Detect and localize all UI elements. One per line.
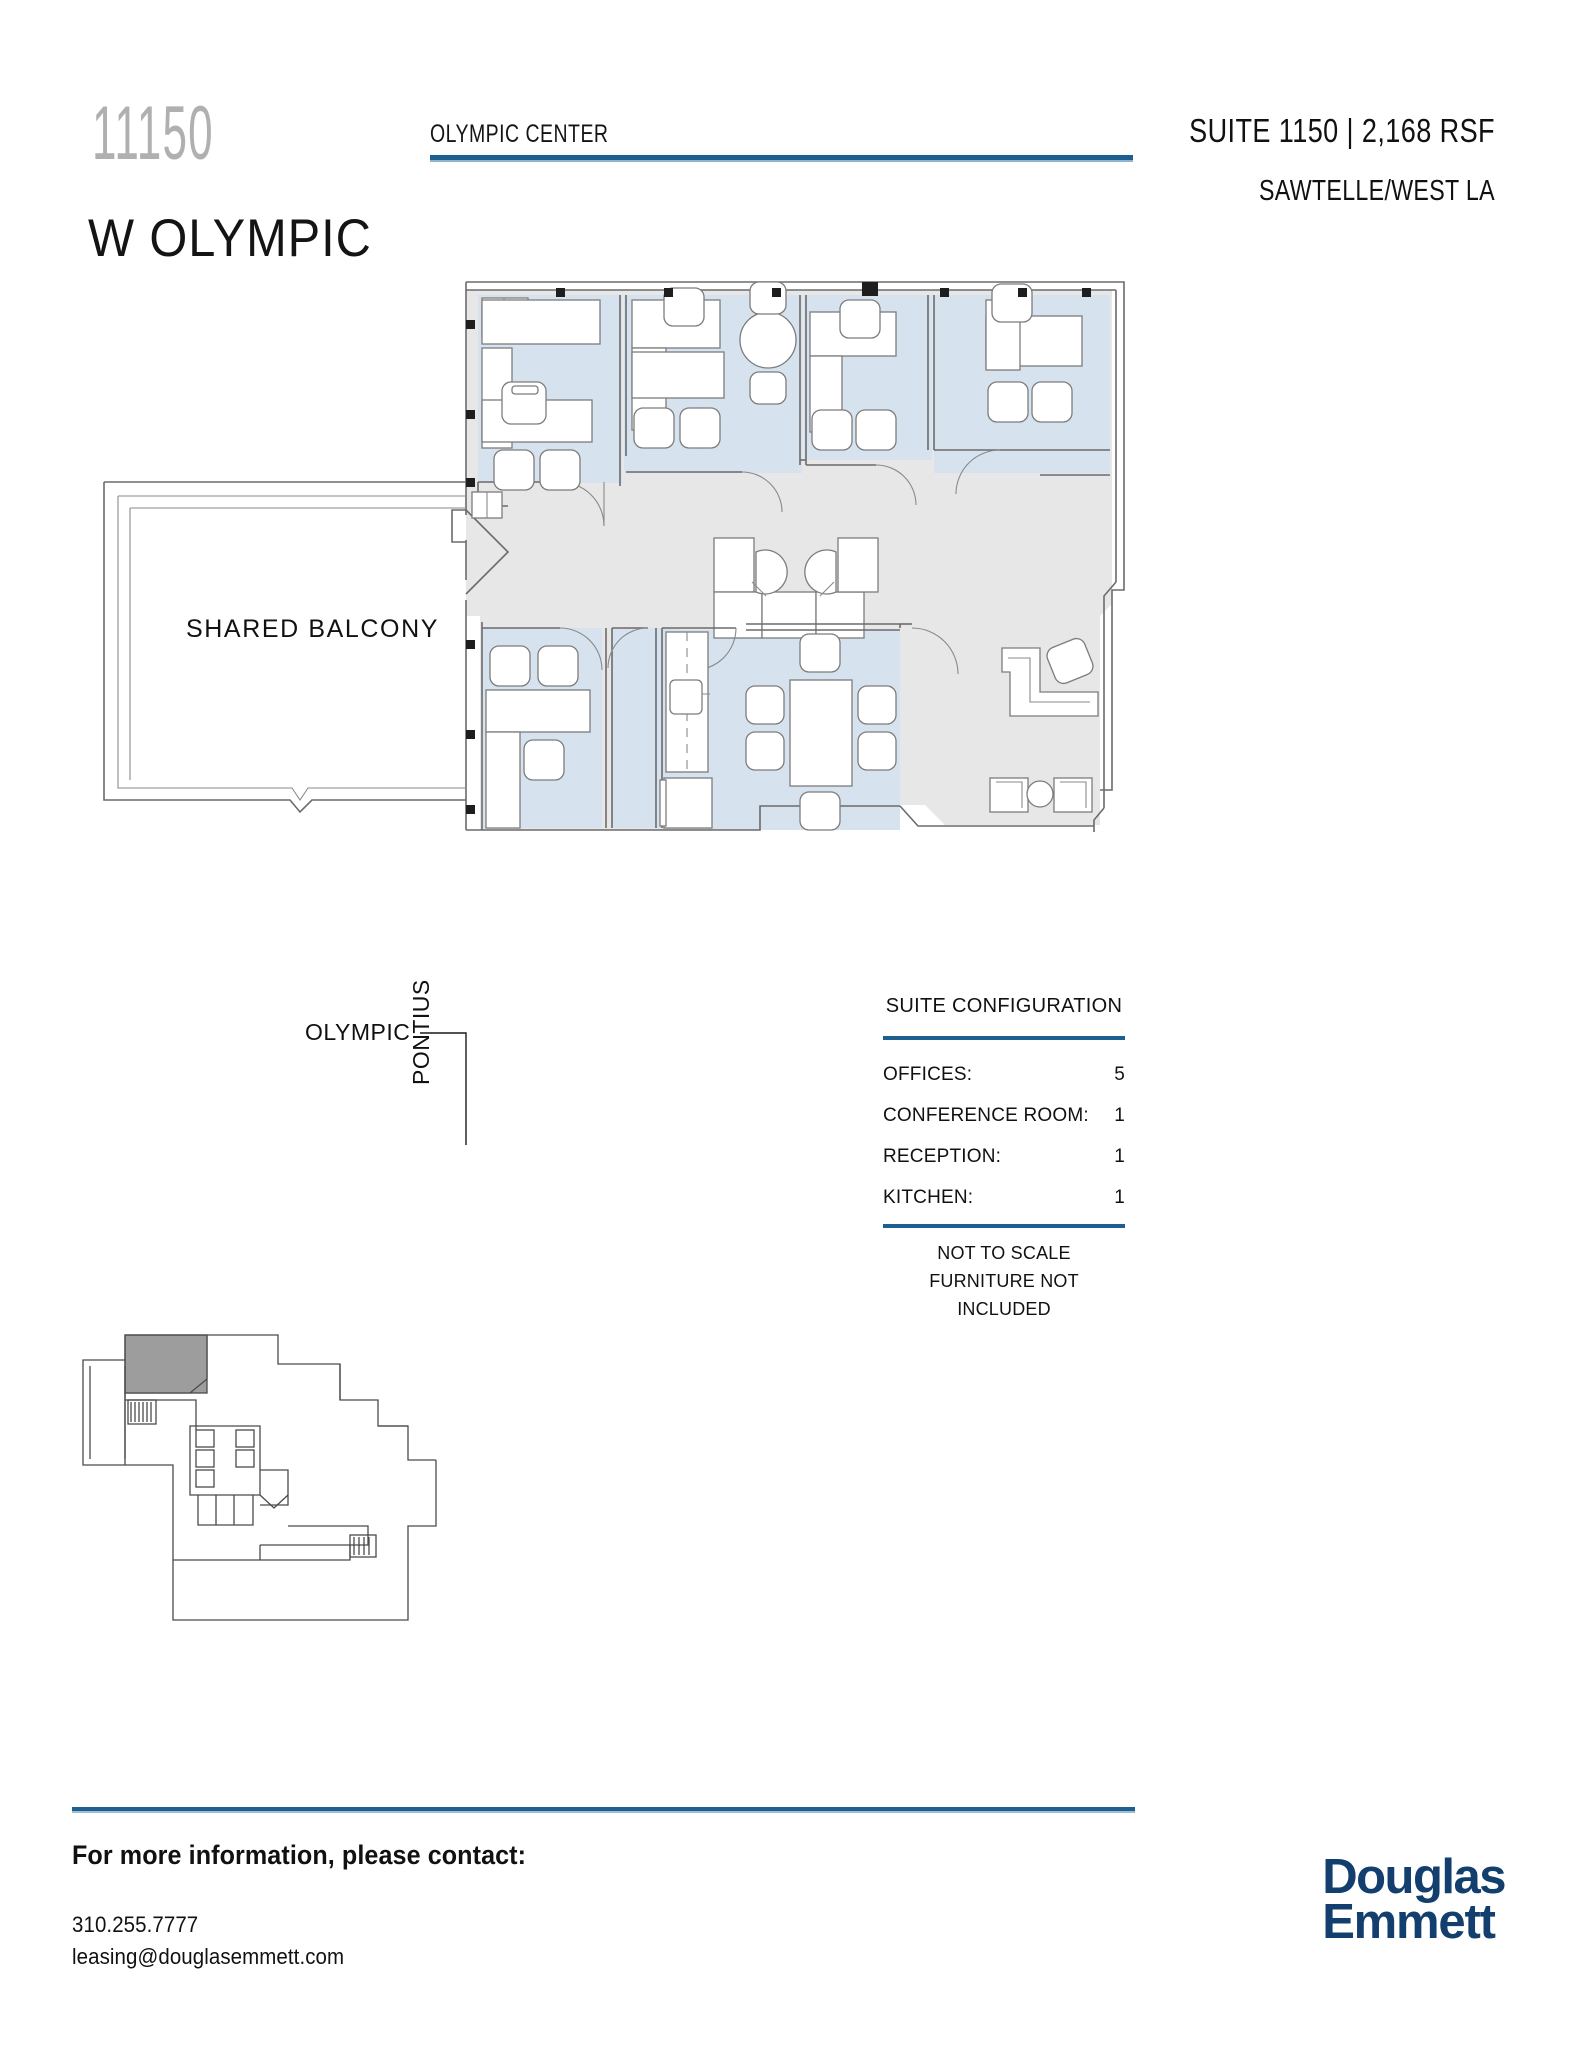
table-row: OFFICES: 5 <box>883 1054 1125 1095</box>
submarket-label: SAWTELLE/WEST LA <box>1259 175 1495 207</box>
suite-summary: SUITE 1150 | 2,168 RSF <box>1189 112 1495 149</box>
office-3-furniture <box>809 299 897 451</box>
shared-balcony <box>103 481 510 814</box>
table-row: CONFERENCE ROOM: 1 <box>883 1095 1125 1136</box>
window-mullions <box>466 282 1091 814</box>
config-rows: OFFICES: 5 CONFERENCE ROOM: 1 RECEPTION:… <box>883 1040 1125 1224</box>
contact-phone[interactable]: 310.255.7777 <box>72 1912 199 1937</box>
key-plan-svg <box>82 1304 438 1621</box>
note-furniture: FURNITURE NOT INCLUDED <box>929 1270 1079 1319</box>
header-divider <box>430 155 1133 162</box>
perimeter-walls <box>451 281 1125 832</box>
config-value: 1 <box>1114 1105 1125 1126</box>
kitchen-area <box>659 631 713 829</box>
building-number: 11150 <box>92 91 214 176</box>
config-value: 5 <box>1114 1064 1125 1085</box>
config-notes: NOT TO SCALE FURNITURE NOT INCLUDED <box>883 1228 1125 1324</box>
floor-plan: .wall{fill:none;stroke:#6b6b6b;stroke-wi… <box>0 260 1583 880</box>
config-label: RECEPTION: <box>883 1146 1002 1167</box>
key-plan <box>78 1304 548 1650</box>
douglas-emmett-logo: Douglas Emmett <box>1322 1850 1506 1950</box>
config-label: OFFICES: <box>883 1064 973 1085</box>
keyplan-street-olympic: OLYMPIC <box>305 1019 411 1045</box>
logo-line-1: Douglas <box>1322 1850 1506 1904</box>
config-title: SUITE CONFIGURATION <box>885 995 1123 1017</box>
interior-partitions-top <box>477 295 1110 507</box>
config-value: 1 <box>1114 1187 1125 1208</box>
config-value: 1 <box>1114 1146 1125 1167</box>
reception-area <box>989 637 1099 813</box>
office-1-furniture <box>481 297 601 491</box>
config-label: KITCHEN: <box>883 1187 974 1208</box>
suite-configuration-panel: SUITE CONFIGURATION OFFICES: 5 CONFERENC… <box>883 995 1125 1324</box>
note-not-to-scale: NOT TO SCALE <box>937 1243 1071 1263</box>
conference-room-furniture <box>745 633 897 831</box>
logo-line-2: Emmett <box>1322 1895 1496 1950</box>
config-bottom-rule <box>883 1224 1125 1228</box>
keyplan-street-pontius: PONTIUS <box>408 979 434 1085</box>
plan-misc <box>471 491 503 519</box>
building-street: W OLYMPIC <box>88 209 372 268</box>
office-2-furniture <box>631 281 797 449</box>
keyplan-leader-lines <box>420 1032 467 1145</box>
office-5-furniture <box>485 645 591 829</box>
config-label: CONFERENCE ROOM: <box>883 1105 1089 1126</box>
contact-email[interactable]: leasing@douglasemmett.com <box>72 1944 345 1969</box>
contact-cta: For more information, please contact: <box>72 1840 527 1870</box>
footer-divider <box>72 1807 1135 1813</box>
table-row: RECEPTION: 1 <box>883 1136 1125 1177</box>
config-top-rule <box>883 1036 1125 1040</box>
property-name: OLYMPIC CENTER <box>430 120 609 148</box>
floor-plan-svg: .wall{fill:none;stroke:#6b6b6b;stroke-wi… <box>103 281 1125 832</box>
balcony-label: SHARED BALCONY <box>186 615 440 643</box>
table-row: KITCHEN: 1 <box>883 1177 1125 1218</box>
